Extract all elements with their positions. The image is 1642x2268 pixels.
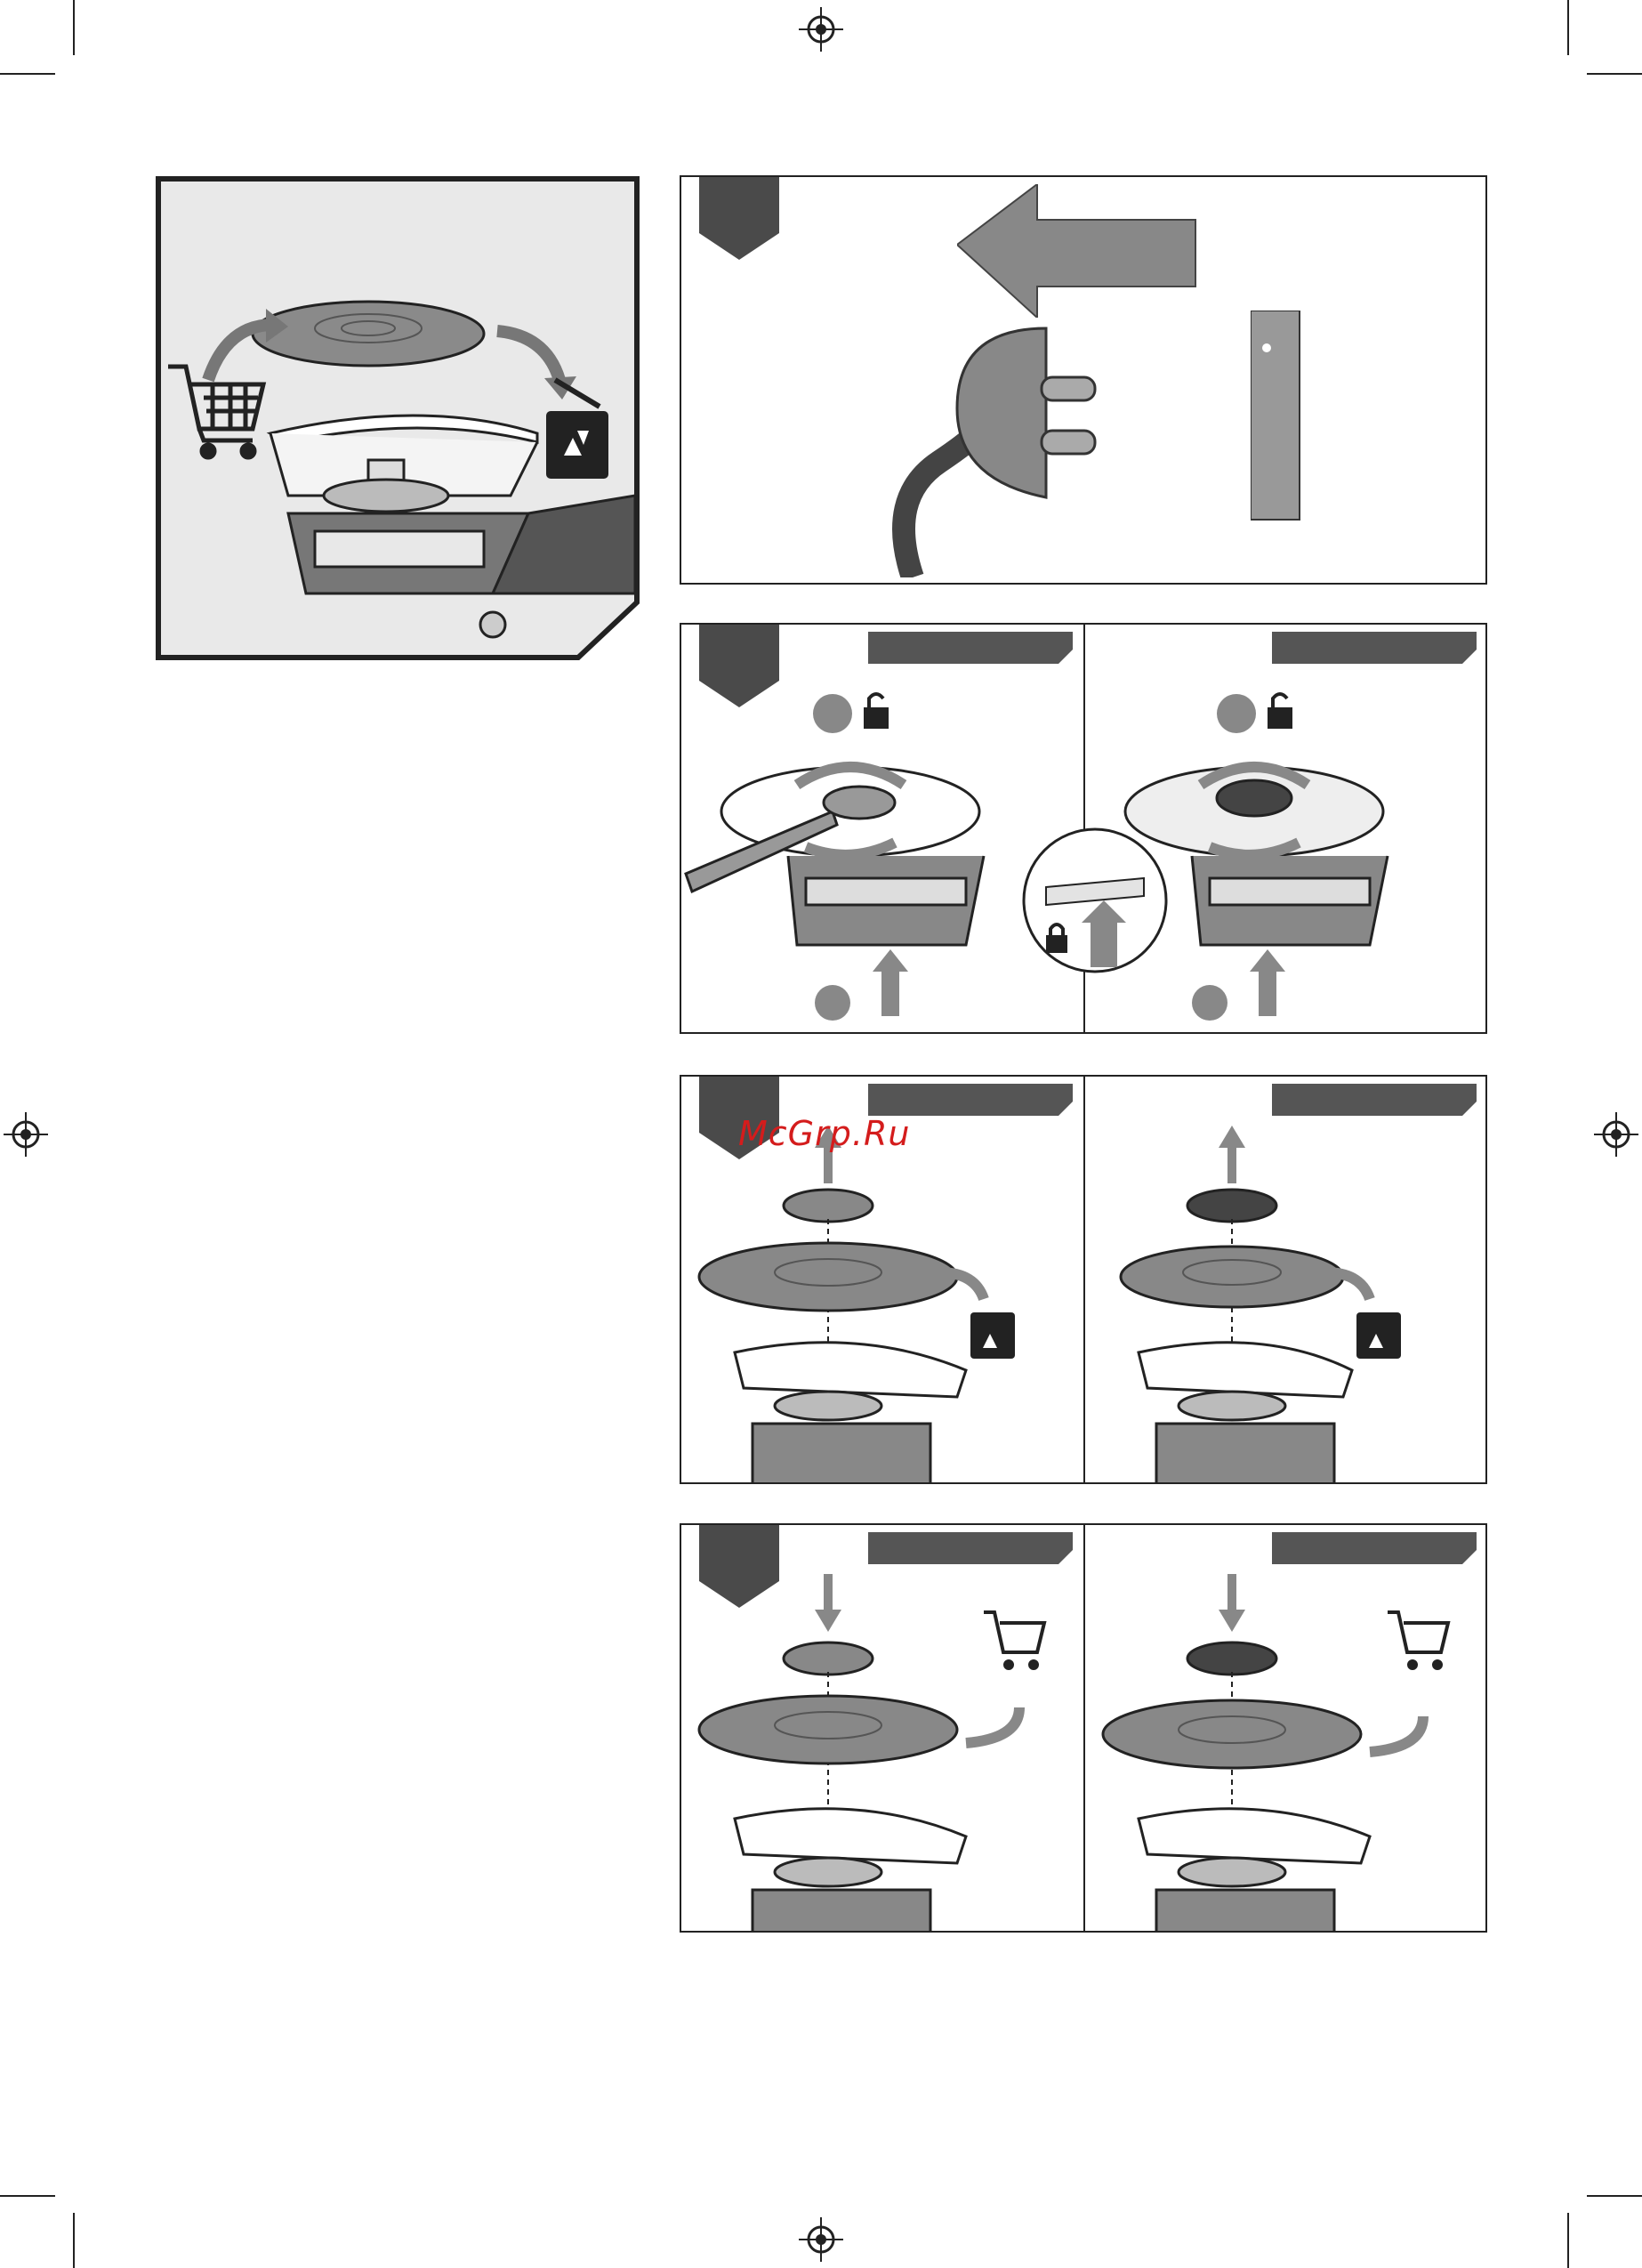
recycle-bin-icon bbox=[1356, 1312, 1401, 1359]
crop-mark-bottom-left-v bbox=[73, 2213, 75, 2268]
spindle-lock-button bbox=[873, 949, 908, 1016]
quick-nut bbox=[1217, 780, 1292, 816]
step-panel-fit-disc bbox=[680, 1523, 1487, 1933]
arrow-left-icon bbox=[957, 184, 1197, 318]
registration-target-left bbox=[4, 1112, 48, 1157]
registration-target-right bbox=[1594, 1112, 1638, 1157]
unlock-icon bbox=[864, 694, 889, 729]
crop-mark-top-left-h bbox=[0, 73, 55, 75]
unlock-icon bbox=[1268, 694, 1292, 729]
step-panel-unplug bbox=[680, 175, 1487, 585]
crop-mark-bottom-right-h bbox=[1587, 2195, 1642, 2197]
quick-nut bbox=[1187, 1642, 1276, 1675]
recycle-bin-icon bbox=[970, 1312, 1015, 1359]
crop-mark-bottom-right-v bbox=[1567, 2213, 1569, 2268]
shopping-cart-icon bbox=[1388, 1612, 1448, 1668]
step-tab bbox=[699, 175, 779, 260]
flange-nut bbox=[784, 1190, 873, 1222]
step-panel-unlock bbox=[680, 623, 1487, 1034]
crop-mark-top-right-v bbox=[1567, 0, 1569, 55]
crop-mark-bottom-left-h bbox=[0, 2195, 55, 2197]
quick-nut bbox=[1187, 1190, 1276, 1222]
spindle-lock-button bbox=[1250, 949, 1285, 1016]
crop-mark-top-left-v bbox=[73, 0, 75, 55]
socket-icon bbox=[1251, 311, 1304, 524]
crop-mark-top-right-h bbox=[1587, 73, 1642, 75]
flange-nut bbox=[784, 1642, 873, 1675]
plug-icon bbox=[886, 311, 1108, 577]
shopping-cart-icon bbox=[984, 1612, 1044, 1668]
grinding-disc bbox=[253, 302, 484, 366]
registration-target-bottom bbox=[799, 2217, 843, 2262]
registration-target-top bbox=[799, 7, 843, 52]
intro-figure bbox=[155, 175, 640, 661]
watermark: McGrp.Ru bbox=[738, 1114, 910, 1153]
